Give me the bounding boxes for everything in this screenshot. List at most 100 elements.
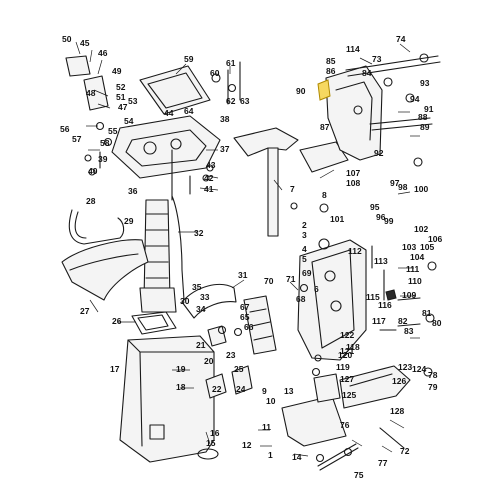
callout-3: 3 [302, 230, 307, 240]
callout-62: 62 [226, 96, 236, 106]
callout-116: 116 [378, 300, 392, 310]
callout-47: 47 [118, 102, 128, 112]
callout-29: 29 [124, 216, 134, 226]
steering-arm[interactable] [233, 127, 299, 237]
swivel-bracket[interactable] [297, 239, 367, 361]
gasket[interactable] [131, 311, 177, 335]
callout-97: 97 [390, 178, 400, 188]
callout-61: 61 [226, 58, 236, 68]
callout-28: 28 [86, 196, 96, 206]
callout-99: 99 [384, 216, 394, 226]
callout-34: 34 [196, 304, 206, 314]
callout-8: 8 [322, 190, 327, 200]
lower-cover[interactable] [61, 239, 149, 301]
callout-30: 30 [180, 296, 190, 306]
callout-37: 37 [220, 144, 230, 154]
callout-118: 118 [346, 342, 360, 352]
callout-125: 125 [342, 390, 356, 400]
callout-69: 69 [302, 268, 312, 278]
exhaust-tube[interactable] [139, 199, 177, 313]
callout-46: 46 [98, 48, 108, 58]
callout-36: 36 [128, 186, 138, 196]
callout-85: 85 [326, 56, 336, 66]
callout-25: 25 [234, 364, 244, 374]
exhaust-housing[interactable] [119, 335, 219, 463]
callout-7: 7 [290, 184, 295, 194]
callout-5: 5 [302, 254, 307, 264]
highlighted-part[interactable] [317, 79, 331, 101]
callout-119: 119 [336, 362, 350, 372]
callout-84: 84 [362, 68, 372, 78]
callout-105: 105 [420, 242, 434, 252]
callout-32: 32 [194, 228, 204, 238]
callout-23: 23 [226, 350, 236, 360]
callout-40: 40 [88, 166, 98, 176]
callout-70: 70 [264, 276, 274, 286]
clamp-bracket-lower[interactable] [339, 365, 411, 409]
callout-106: 106 [428, 234, 442, 244]
callout-89: 89 [420, 122, 430, 132]
callout-73: 73 [372, 54, 382, 64]
lower-unit-housing[interactable] [281, 373, 347, 447]
callout-87: 87 [320, 122, 330, 132]
callout-66: 66 [244, 322, 254, 332]
callout-24: 24 [236, 384, 246, 394]
callout-53: 53 [128, 96, 138, 106]
callout-108: 108 [346, 178, 360, 188]
callout-12: 12 [242, 440, 252, 450]
callout-101: 101 [330, 214, 344, 224]
callout-103: 103 [402, 242, 416, 252]
callout-102: 102 [414, 224, 428, 234]
callout-18: 18 [176, 382, 186, 392]
callout-58: 58 [100, 138, 110, 148]
callout-17: 17 [110, 364, 120, 374]
callout-14: 14 [292, 452, 302, 462]
callout-92: 92 [374, 148, 384, 158]
callout-59: 59 [184, 54, 194, 64]
top-cover-plate[interactable] [139, 65, 211, 115]
callout-96: 96 [376, 212, 386, 222]
callout-68: 68 [296, 294, 306, 304]
callout-60: 60 [210, 68, 220, 78]
steering-bracket[interactable] [181, 284, 237, 319]
callout-51: 51 [116, 92, 126, 102]
callout-63: 63 [240, 96, 250, 106]
callout-124: 124 [412, 364, 426, 374]
callout-11: 11 [262, 422, 271, 432]
callout-16: 16 [210, 428, 220, 438]
callout-80: 80 [432, 318, 442, 328]
seal-bracket[interactable] [65, 55, 109, 111]
callout-72: 72 [400, 446, 410, 456]
callout-labels: 1 2 3 4 5 6 7 8 9 10 11 12 13 14 15 16 1… [60, 34, 442, 480]
clamp-bracket-right[interactable] [325, 65, 383, 161]
bolt-rod-right[interactable] [369, 117, 433, 131]
callout-86: 86 [326, 66, 336, 76]
callout-1: 1 [268, 450, 273, 460]
callout-49: 49 [112, 66, 122, 76]
callout-111: 111 [406, 264, 420, 274]
shift-rod[interactable] [171, 195, 185, 301]
tilt-tube[interactable] [345, 55, 441, 77]
callout-22: 22 [212, 384, 222, 394]
callout-82: 82 [398, 316, 408, 326]
adapter-plate[interactable] [111, 115, 221, 179]
callout-128: 128 [390, 406, 404, 416]
clamp-block[interactable] [205, 325, 253, 399]
callout-15: 15 [206, 438, 216, 448]
callout-31: 31 [238, 270, 248, 280]
callout-78: 78 [428, 370, 438, 380]
callout-41: 41 [204, 184, 214, 194]
callout-83: 83 [404, 326, 414, 336]
callout-98: 98 [398, 182, 408, 192]
callout-27: 27 [80, 306, 90, 316]
callout-4: 4 [302, 244, 307, 254]
rubber-mount[interactable] [243, 295, 277, 355]
liner[interactable] [299, 141, 349, 173]
callout-57: 57 [72, 134, 82, 144]
callout-100: 100 [414, 184, 428, 194]
callout-19: 19 [176, 364, 186, 374]
leader-lines [75, 41, 420, 457]
callout-104: 104 [410, 252, 424, 262]
cover-seal[interactable] [68, 209, 125, 245]
